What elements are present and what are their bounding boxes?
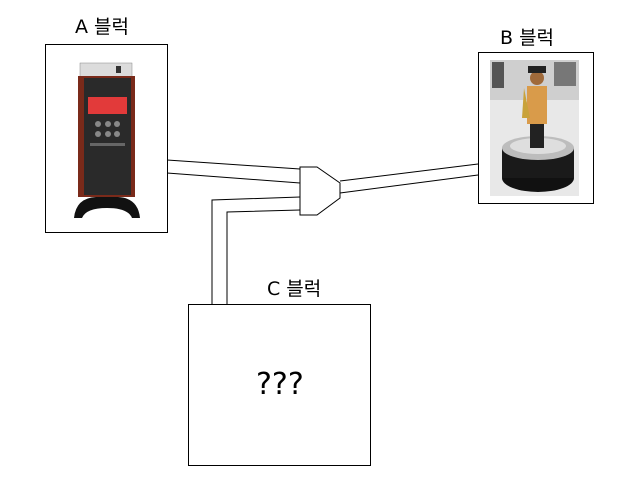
cable-c-to-combiner [211,196,301,305]
block-a-box [45,44,168,233]
a-device-image [72,60,140,220]
cable-a-to-combiner [166,159,301,184]
block-b-box [478,52,594,204]
b-device-image [490,60,579,196]
block-c-label: C 블럭 [267,278,322,300]
block-a-label: A 블럭 [75,16,129,38]
block-c-content: ??? [256,367,304,402]
block-c-box [188,304,371,466]
signal-combiner [299,166,341,216]
cable-combiner-to-b [339,163,479,194]
block-b-label: B 블럭 [500,27,555,49]
